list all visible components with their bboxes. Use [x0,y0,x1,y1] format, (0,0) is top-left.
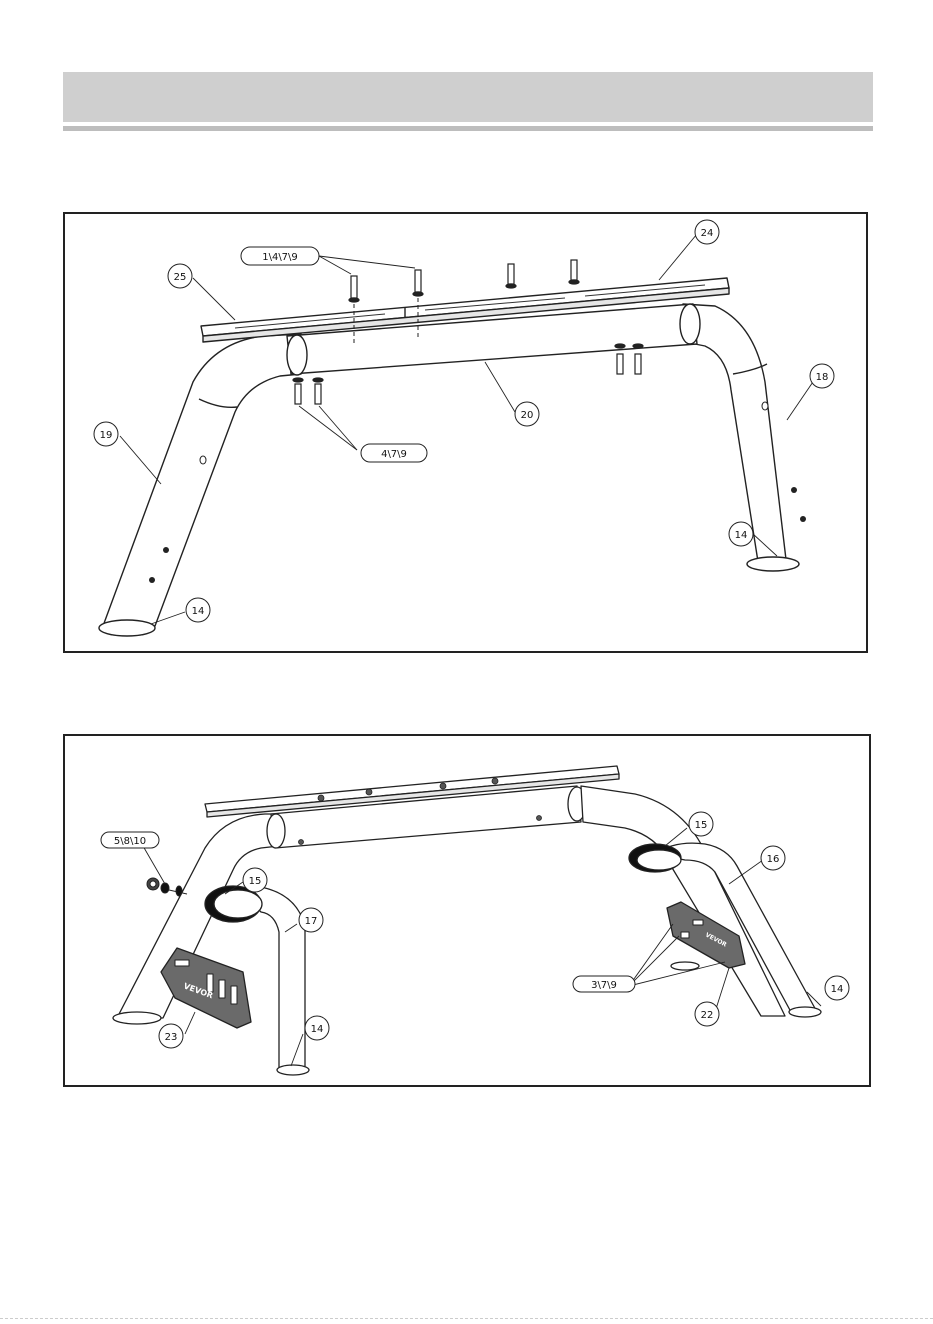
callout-14-right: 14 [729,522,753,546]
footer-rule [0,1318,933,1319]
cross-tube-end-right [680,304,700,344]
callout-14-left: 14 [305,1016,329,1040]
svg-text:14: 14 [192,606,205,617]
svg-text:5\8\10: 5\8\10 [114,836,146,847]
svg-text:15: 15 [695,820,708,831]
svg-text:3\7\9: 3\7\9 [591,980,617,991]
callout-15-right: 15 [689,812,713,836]
callout-1-4-7-9: 1\4\7\9 [241,247,319,265]
svg-text:17: 17 [305,916,318,927]
svg-text:20: 20 [521,410,534,421]
callout-18: 18 [810,364,834,388]
svg-text:25: 25 [174,272,187,283]
svg-text:24: 24 [701,228,714,239]
svg-text:18: 18 [816,372,829,383]
callout-17: 17 [299,908,323,932]
figure-2-drawing: VEVOR VEVOR [65,736,869,1085]
callout-4-7-9: 4\7\9 [361,444,427,462]
callout-14-left: 14 [186,598,210,622]
callout-24: 24 [695,220,719,244]
header-bar [63,72,873,122]
callout-23: 23 [159,1024,183,1048]
svg-text:22: 22 [701,1010,714,1021]
figure-1-drawing: 1\4\7\9 25 24 18 19 20 [65,214,866,651]
left-leg-tube [103,334,301,626]
callout-19: 19 [94,422,118,446]
header-rule [63,126,873,131]
callout-14-right: 14 [825,976,849,1000]
callout-3-7-9: 3\7\9 [573,976,635,992]
callout-25: 25 [168,264,192,288]
svg-text:14: 14 [311,1024,324,1035]
svg-text:14: 14 [735,530,748,541]
right-foot-cap [747,557,799,571]
svg-text:4\7\9: 4\7\9 [381,449,407,460]
svg-text:23: 23 [165,1032,178,1043]
callout-20: 20 [515,402,539,426]
bolt-assembly-left [147,878,187,896]
svg-text:14: 14 [831,984,844,995]
svg-text:16: 16 [767,854,780,865]
callout-15-left: 15 [243,868,267,892]
figure-2-frame: VEVOR VEVOR [63,734,871,1087]
left-foot-cap [99,620,155,636]
svg-text:1\4\7\9: 1\4\7\9 [262,252,298,263]
callout-22: 22 [695,1002,719,1026]
figure-1-frame: 1\4\7\9 25 24 18 19 20 [63,212,868,653]
callout-5-8-10: 5\8\10 [101,832,159,848]
svg-text:15: 15 [249,876,262,887]
callout-16: 16 [761,846,785,870]
cross-tube-end-left [287,335,307,375]
svg-text:19: 19 [100,430,113,441]
